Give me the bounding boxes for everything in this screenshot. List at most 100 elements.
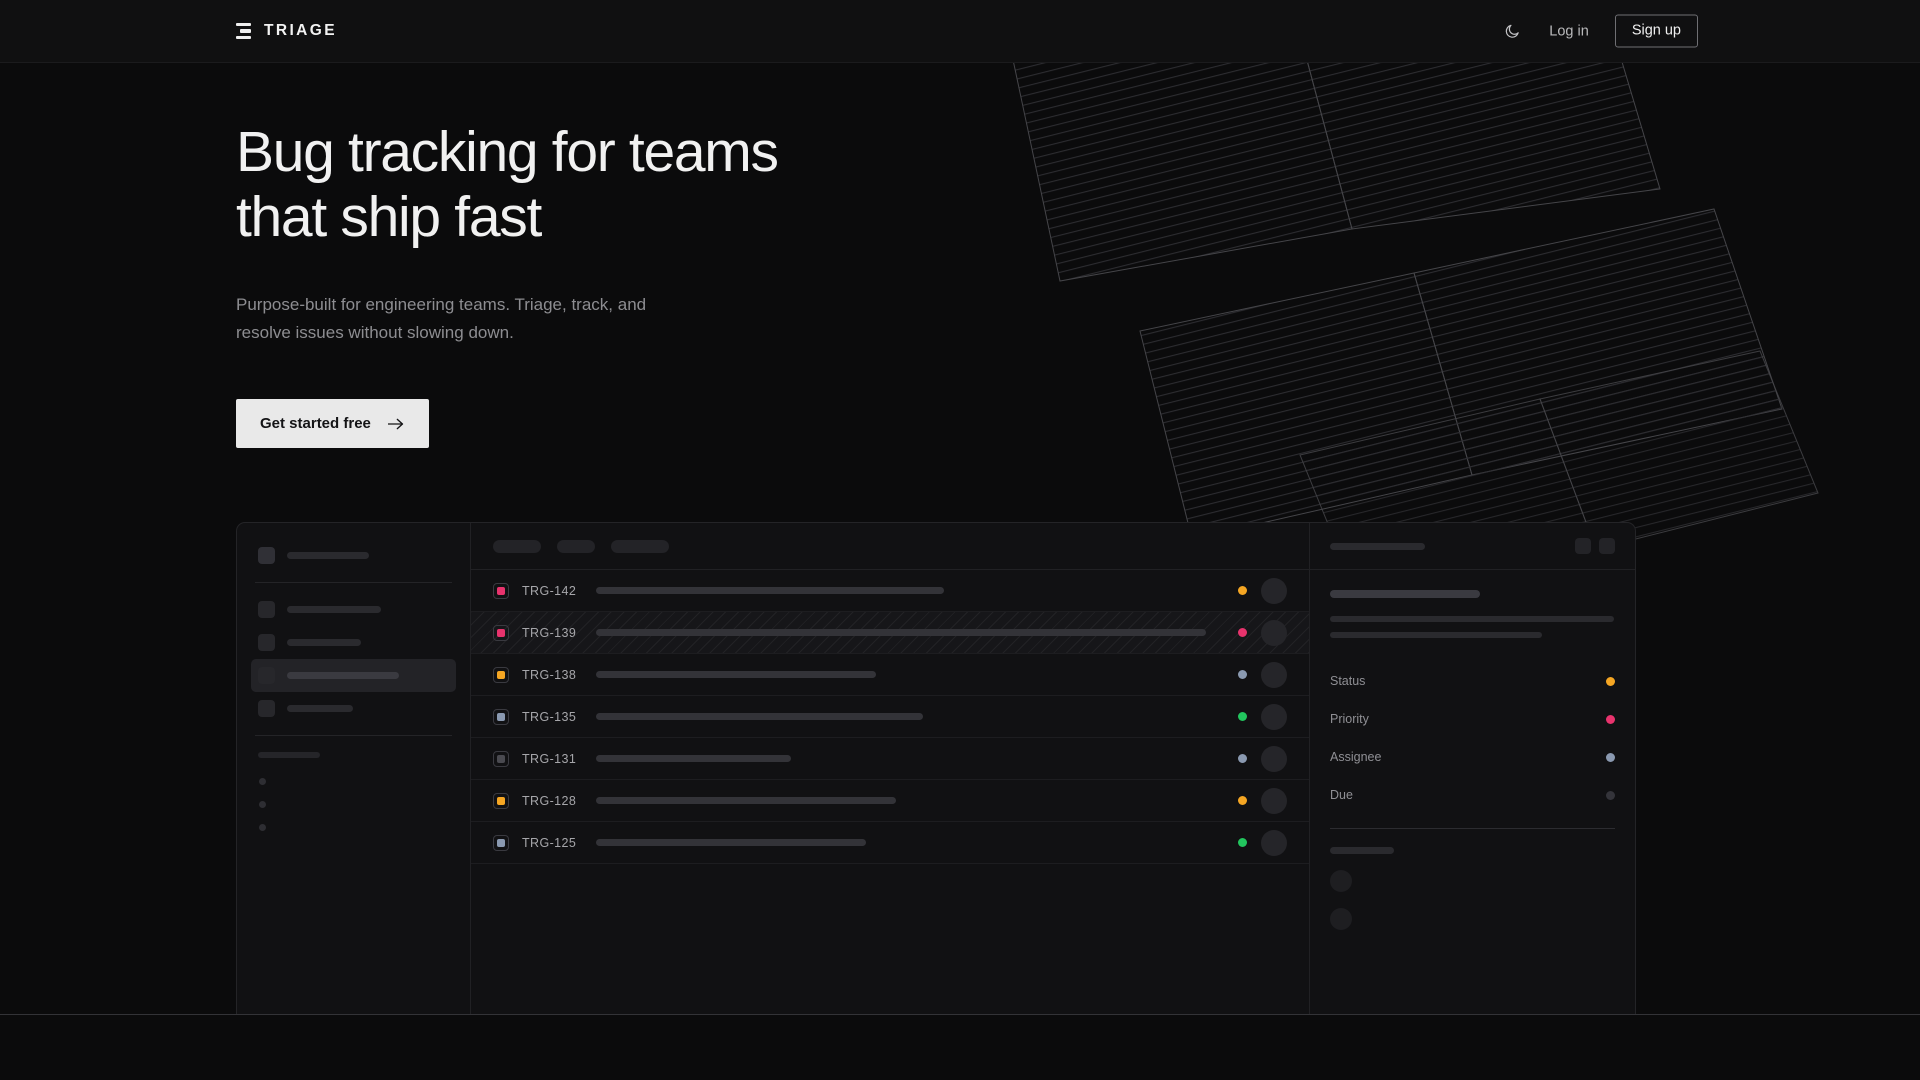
filter-chip[interactable] — [493, 540, 541, 553]
sidebar-sub-item[interactable] — [259, 824, 266, 831]
avatar — [1261, 830, 1287, 856]
get-started-button[interactable]: Get started free — [236, 399, 429, 448]
workspace-avatar — [258, 547, 275, 564]
sidebar-item-2[interactable] — [251, 626, 456, 659]
issue-title-placeholder — [596, 587, 944, 594]
detail-divider — [1330, 828, 1615, 829]
table-row[interactable]: TRG-135 — [471, 696, 1309, 738]
cta-label: Get started free — [260, 415, 371, 432]
issue-id: TRG-128 — [522, 794, 582, 808]
nav-icon — [258, 601, 275, 618]
field-label: Priority — [1330, 712, 1369, 726]
issue-id: TRG-135 — [522, 710, 582, 724]
issue-title-placeholder — [1330, 590, 1480, 598]
nav-icon — [258, 700, 275, 717]
detail-field-assignee[interactable]: Assignee — [1330, 738, 1615, 776]
nav-label-placeholder — [287, 705, 353, 712]
filter-chip[interactable] — [557, 540, 595, 553]
issue-title-placeholder — [596, 755, 791, 762]
row-meta — [1238, 704, 1287, 730]
avatar — [1261, 788, 1287, 814]
sidebar-divider — [255, 735, 452, 736]
detail-action-button[interactable] — [1575, 538, 1591, 554]
detail-field-due[interactable]: Due — [1330, 776, 1615, 814]
nav-label-placeholder — [287, 606, 381, 613]
priority-icon — [493, 583, 509, 599]
page-title: Bug tracking for teams that ship fast — [236, 120, 778, 249]
avatar — [1261, 662, 1287, 688]
field-label: Due — [1330, 788, 1353, 802]
issue-id: TRG-139 — [522, 626, 582, 640]
detail-action-button[interactable] — [1599, 538, 1615, 554]
table-row[interactable]: TRG-138 — [471, 654, 1309, 696]
issue-id: TRG-125 — [522, 836, 582, 850]
status-dot — [1238, 754, 1247, 763]
filter-chip[interactable] — [611, 540, 669, 553]
signup-button[interactable]: Sign up — [1615, 15, 1698, 48]
table-row[interactable]: TRG-125 — [471, 822, 1309, 864]
avatar — [1261, 704, 1287, 730]
nav-icon — [258, 634, 275, 651]
avatar — [1261, 620, 1287, 646]
row-meta — [1238, 788, 1287, 814]
row-meta — [1238, 578, 1287, 604]
status-dot — [1238, 838, 1247, 847]
nav-label-placeholder — [287, 639, 361, 646]
workspace-name-placeholder — [287, 552, 369, 559]
priority-icon — [493, 625, 509, 641]
row-meta — [1238, 746, 1287, 772]
table-row[interactable]: TRG-128 — [471, 780, 1309, 822]
status-dot — [1238, 796, 1247, 805]
sidebar-sub-item[interactable] — [259, 778, 266, 785]
sidebar-item-4[interactable] — [251, 692, 456, 725]
detail-fields: StatusPriorityAssigneeDue — [1330, 662, 1615, 814]
table-row[interactable]: TRG-139 — [471, 612, 1309, 654]
sidebar-section-label — [258, 752, 320, 758]
status-dot — [1238, 712, 1247, 721]
header-actions: Log in Sign up — [1501, 15, 1698, 48]
issue-id: TRG-131 — [522, 752, 582, 766]
status-dot — [1238, 586, 1247, 595]
priority-icon — [493, 667, 509, 683]
brand-logo[interactable]: TRIAGE — [236, 22, 337, 40]
activity-label-placeholder — [1330, 847, 1394, 854]
issue-title-placeholder — [596, 797, 896, 804]
avatar — [1261, 578, 1287, 604]
avatar — [1261, 746, 1287, 772]
sidebar-item-1[interactable] — [251, 593, 456, 626]
priority-icon — [493, 709, 509, 725]
mock-issue-list: TRG-142TRG-139TRG-138TRG-135TRG-131TRG-1… — [471, 523, 1309, 1014]
row-meta — [1238, 830, 1287, 856]
issue-id: TRG-142 — [522, 584, 582, 598]
priority-icon — [493, 751, 509, 767]
moon-icon[interactable] — [1501, 20, 1523, 42]
sidebar-item-3-selected[interactable] — [251, 659, 456, 692]
sidebar-sub-item[interactable] — [259, 801, 266, 808]
login-link[interactable]: Log in — [1549, 23, 1589, 39]
status-dot — [1238, 628, 1247, 637]
site-header: TRIAGE Log in Sign up — [0, 0, 1920, 63]
hero-subhead: Purpose-built for engineering teams. Tri… — [236, 291, 778, 346]
arrow-right-icon — [388, 417, 405, 431]
detail-title-placeholder — [1330, 543, 1425, 550]
issue-rows: TRG-142TRG-139TRG-138TRG-135TRG-131TRG-1… — [471, 570, 1309, 864]
issue-id: TRG-138 — [522, 668, 582, 682]
detail-field-priority[interactable]: Priority — [1330, 700, 1615, 738]
table-row[interactable]: TRG-142 — [471, 570, 1309, 612]
status-dot — [1238, 670, 1247, 679]
mock-detail-panel: StatusPriorityAssigneeDue — [1309, 523, 1635, 1014]
detail-header — [1310, 523, 1635, 570]
app-preview-mockup: TRG-142TRG-139TRG-138TRG-135TRG-131TRG-1… — [236, 522, 1636, 1014]
priority-icon — [493, 793, 509, 809]
table-row[interactable]: TRG-131 — [471, 738, 1309, 780]
issue-title-placeholder — [596, 629, 1206, 636]
activity-avatar — [1330, 908, 1352, 930]
issue-title-placeholder — [596, 671, 876, 678]
mock-sidebar — [237, 523, 471, 1014]
detail-field-status[interactable]: Status — [1330, 662, 1615, 700]
row-meta — [1238, 620, 1287, 646]
brand-name: TRIAGE — [264, 22, 337, 40]
field-value-dot — [1606, 791, 1615, 800]
sidebar-divider — [255, 582, 452, 583]
workspace-switcher[interactable] — [251, 539, 456, 572]
